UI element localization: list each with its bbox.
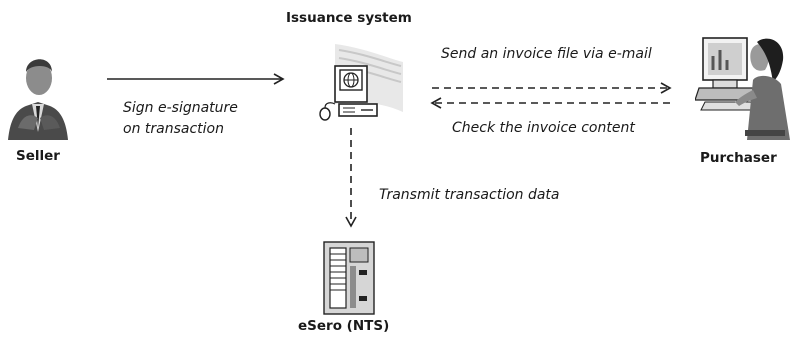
send-invoice-label: Send an invoice file via e-mail [441,46,652,62]
transmit-data-label: Transmit transaction data [379,187,560,203]
sign-label-line-1: Sign e-signature [123,100,238,116]
check-invoice-label: Check the invoice content [452,120,635,136]
sign-label-line-2: on transaction [123,121,224,137]
purchaser-label: Purchaser [700,150,777,166]
businessman-icon [8,59,68,140]
seller-label: Seller [16,148,60,164]
computer-icon [319,44,403,121]
woman-at-computer-icon [695,37,790,140]
issuance-system-label: Issuance system [286,10,412,26]
esero-label: eSero (NTS) [298,318,390,334]
server-tower-icon [323,241,375,315]
